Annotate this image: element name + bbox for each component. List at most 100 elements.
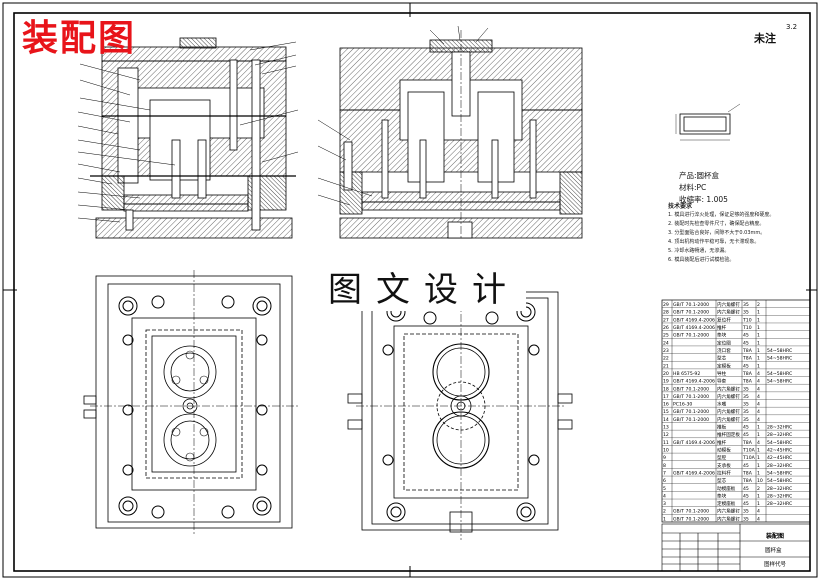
bom-cell-std: GB/T 70.1-2000 [673, 310, 709, 316]
bom-cell-no: 2 [663, 509, 666, 515]
bom-cell-no: 14 [663, 417, 669, 423]
bom-cell-name: 推板 [717, 424, 727, 431]
bom-cell-no: 5 [663, 486, 666, 492]
bom-cell-name: 导套 [717, 378, 727, 385]
bom-cell-std: GB/T 70.1-2000 [673, 516, 709, 522]
bom-cell-no: 21 [663, 363, 669, 369]
bom-cell-no: 16 [663, 402, 669, 408]
tech-line: 5. 冷却水路畅通，无渗漏。 [668, 248, 730, 254]
bom-cell-qty: 4 [757, 394, 760, 400]
bom-cell-mat: 35 [743, 310, 749, 316]
bom-cell-name: 定模座板 [717, 500, 736, 507]
bom-cell-std: GB/T 4169.4-2006 [673, 379, 715, 385]
bom-cell-std: GB/T 70.1-2000 [673, 302, 709, 308]
bom-cell-no: 23 [663, 348, 669, 354]
bom-cell-name: 内六角螺钉 [717, 408, 740, 415]
bom-cell-mat: 45 [743, 486, 749, 492]
bom-cell-mat: T10A [742, 455, 756, 461]
product-material: 材料:PC [679, 183, 707, 192]
tech-line: 6. 模具装配后进行试模检验。 [668, 257, 735, 263]
bom-cell-qty: 4 [757, 417, 760, 423]
bom-cell-name: 复位杆 [717, 316, 731, 323]
bom-cell-no: 15 [663, 409, 669, 415]
bom-cell-no: 1 [663, 516, 666, 522]
tech-line: 3. 分型面贴合良好，间隙不大于0.03mm。 [668, 230, 766, 236]
bom-cell-mat: T8A [742, 356, 753, 362]
bom-cell-qty: 4 [757, 409, 760, 415]
bom-cell-mat: T8A [742, 348, 753, 354]
bom-cell-no: 18 [663, 386, 669, 392]
bom-cell-no: 9 [663, 455, 666, 461]
bom-cell-std: GB/T 4169.4-2006 [673, 440, 715, 446]
bom-cell-no: 28 [663, 310, 669, 316]
bom-cell-note: 54~58HRC [767, 348, 792, 354]
bom-cell-no: 4 [663, 493, 666, 499]
product-sketch [675, 103, 741, 141]
bom-cell-no: 26 [663, 325, 669, 331]
bom-cell-no: 10 [663, 448, 669, 454]
bom-cell-no: 17 [663, 394, 669, 400]
bom-cell-note: 28~32HRC [767, 486, 792, 492]
bom-cell-mat: 35 [743, 509, 749, 515]
bom-cell-mat: 45 [743, 463, 749, 469]
tech-line: 1. 模具进行淬火处理，保证足够的强度和硬度。 [668, 212, 775, 218]
bom-cell-no: 29 [663, 302, 669, 308]
bom-cell-qty: 1 [757, 455, 760, 461]
bom-cell-name: 内六角螺钉 [717, 301, 740, 308]
inner-border [13, 12, 811, 572]
product-shrinkage: 收缩率: 1.005 [679, 195, 728, 204]
technical-requirements: 技术要求 1. 模具进行淬火处理，保证足够的强度和硬度。 2. 装配时先检查零件… [668, 202, 788, 265]
bom-cell-name: 垫块 [717, 332, 727, 339]
bom-cell-std: GB/T 70.1-2000 [673, 409, 709, 415]
bom-cell-no: 6 [663, 478, 666, 484]
bom-cell-note: 42~45HRC [767, 455, 792, 461]
bom-cell-note: 28~32HRC [767, 493, 792, 499]
bom-cell-name: 内六角螺钉 [717, 508, 740, 515]
bom-cell-name: 型芯 [717, 477, 727, 484]
drawing-title: 装配图 [22, 17, 137, 59]
bom-cell-no: 3 [663, 501, 666, 507]
bom-cell-name: 内六角螺钉 [717, 393, 740, 400]
bom-cell-note: 28~32HRC [767, 425, 792, 431]
bom-cell-mat: 45 [743, 432, 749, 438]
bom-cell-mat: 35 [743, 417, 749, 423]
bom-cell-std: GB/T 70.1-2000 [673, 417, 709, 423]
bom-cell-qty: 1 [757, 317, 760, 323]
bom-cell-mat: 45 [743, 425, 749, 431]
part-name: 圆杯盒 [765, 546, 782, 554]
bom-cell-mat: T8A [742, 478, 753, 484]
bom-cell-name: 型腔 [717, 454, 727, 461]
bom-cell-std: GB/T 4169.4-2006 [673, 325, 715, 331]
bom-cell-note: 28~32HRC [767, 463, 792, 469]
bom-cell-mat: 35 [743, 302, 749, 308]
bom-cell-std: PC16-30 [673, 402, 692, 408]
tech-line: 4. 顶出机构动作平稳可靠，无卡滞现象。 [668, 239, 760, 245]
bom-cell-note: 54~58HRC [767, 470, 792, 476]
bom-cell-mat: T8A [742, 470, 753, 476]
side-section-view [339, 30, 583, 240]
bom-cell-name: 型芯 [717, 355, 727, 362]
bom-cell-name: 内六角螺钉 [717, 416, 740, 423]
bom-cell-mat: 35 [743, 386, 749, 392]
bom-cell-qty: 2 [757, 486, 760, 492]
bom-cell-std: GB/T 70.1-2000 [673, 394, 709, 400]
bom-cell-std: GB/T 70.1-2000 [673, 386, 709, 392]
bom-cell-no: 22 [663, 356, 669, 362]
drawing-code: 图样代号 [764, 560, 787, 568]
bom-cell-std: HB 6575-92 [673, 371, 700, 377]
bom-cell-name: 拉料杆 [717, 469, 731, 476]
bom-cell-mat: T8A [742, 379, 753, 385]
bom-cell-mat: 35 [743, 409, 749, 415]
bom-cell-name: 内六角螺钉 [717, 309, 740, 316]
bom-cell-name: 定位圈 [717, 339, 731, 346]
bom-cell-no: 12 [663, 432, 669, 438]
title-block [661, 523, 811, 572]
bom-cell-name: 动模座板 [717, 485, 736, 492]
product-info: 产品:圆杯盒 材料:PC 收缩率: 1.005 [679, 170, 728, 206]
bom-cell-qty: 4 [757, 379, 760, 385]
bom-cell-qty: 1 [757, 432, 760, 438]
product-name: 产品:圆杯盒 [679, 171, 720, 180]
bom-cell-mat: 35 [743, 516, 749, 522]
